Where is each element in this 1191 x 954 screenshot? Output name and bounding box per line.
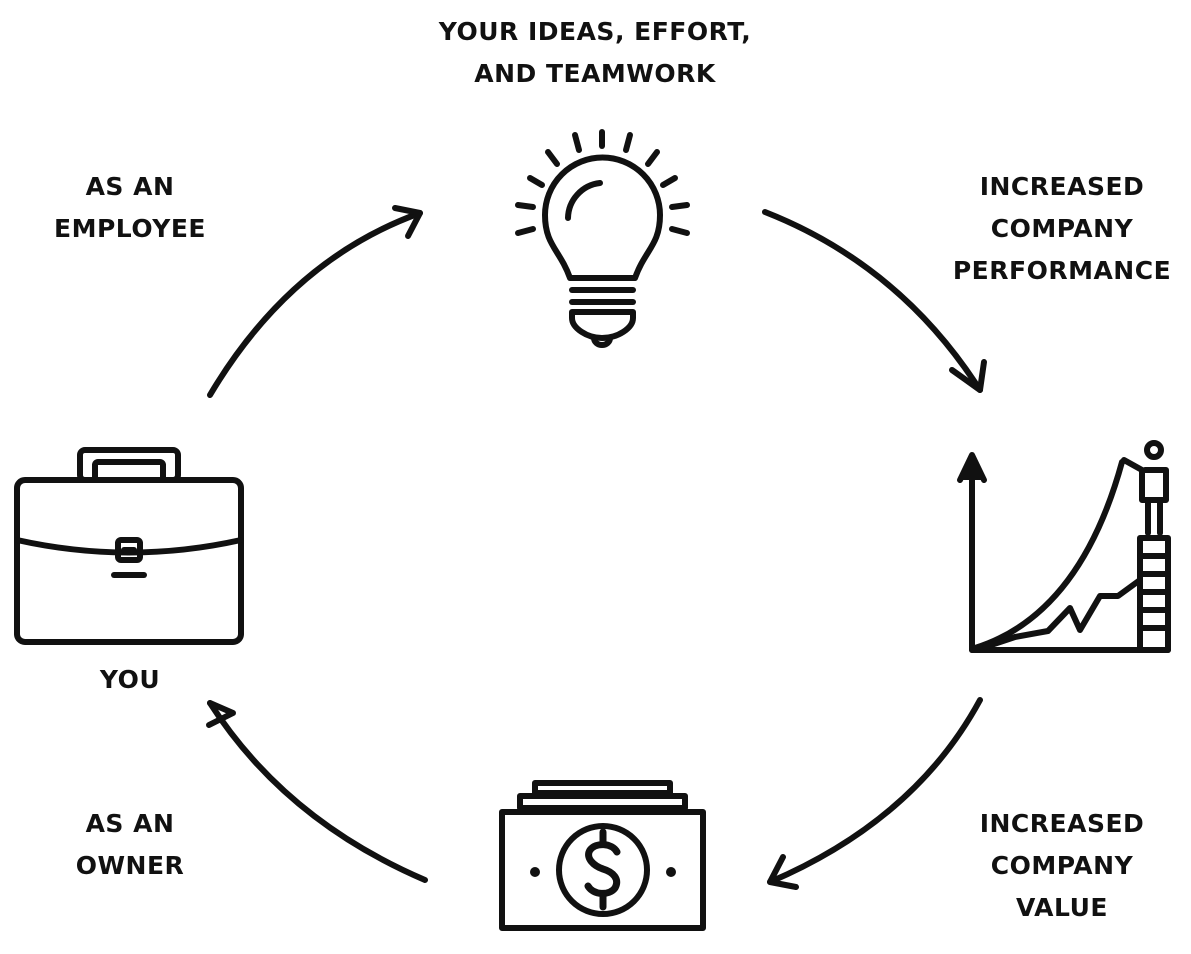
arrow-money-to-you (206, 700, 428, 883)
label-you: YOU (30, 659, 230, 701)
label-line: INCREASED (979, 172, 1145, 201)
label-employee: AS AN EMPLOYEE (30, 166, 230, 250)
label-line: EMPLOYEE (54, 214, 206, 243)
label-line: AS AN (85, 172, 175, 201)
lightbulb-icon (515, 129, 690, 348)
label-line: YOUR IDEAS, EFFORT, (438, 17, 752, 46)
label-line: PERFORMANCE (952, 256, 1172, 285)
label-line: COMPANY (990, 851, 1134, 880)
growth-chart-icon (957, 440, 1171, 653)
arrow-ideas-to-performance (762, 209, 987, 393)
label-owner: AS AN OWNER (30, 803, 230, 887)
label-line: INCREASED (979, 809, 1145, 838)
label-line: AS AN (85, 809, 175, 838)
label-value: INCREASED COMPANY VALUE (937, 803, 1187, 929)
label-line: COMPANY (990, 214, 1134, 243)
arrow-value-to-money (767, 697, 983, 890)
money-stack-icon (499, 780, 706, 931)
label-line: OWNER (75, 851, 185, 880)
label-ideas: YOUR IDEAS, EFFORT, AND TEAMWORK (395, 11, 795, 95)
arrow-employee-to-ideas (207, 205, 423, 398)
label-line: VALUE (1016, 893, 1108, 922)
label-line: AND TEAMWORK (474, 59, 716, 88)
label-performance: INCREASED COMPANY PERFORMANCE (937, 166, 1187, 292)
briefcase-icon (14, 447, 244, 645)
label-line: YOU (99, 665, 161, 694)
